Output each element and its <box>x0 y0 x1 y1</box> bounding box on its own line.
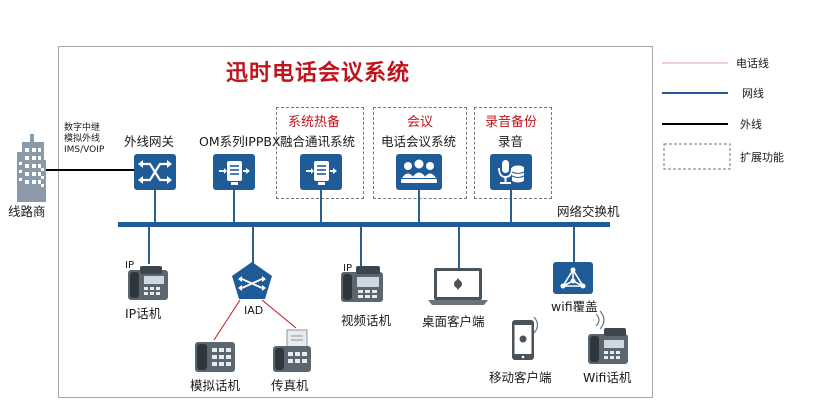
fusion-comm-tile[interactable] <box>300 154 342 190</box>
legend-label-phone-line: 电话线 <box>736 57 769 70</box>
recording-backup-tag: 录音备份 <box>485 115 538 130</box>
trunk-label-digital: 数字中继 <box>64 123 101 133</box>
link-gateway <box>154 190 156 224</box>
recording-tile[interactable] <box>490 154 532 190</box>
conference-label: 电话会议系统 <box>381 134 457 149</box>
phone-line-fax <box>261 299 297 329</box>
gateway-label: 外线网关 <box>124 134 175 149</box>
trunk-label-ims: IMS/VOIP <box>64 145 105 155</box>
fusion-comm-label: 融合通讯系统 <box>280 134 356 149</box>
link-recording <box>510 190 512 224</box>
network-switch-bus <box>118 222 610 227</box>
conference-tag: 会议 <box>407 115 434 130</box>
trunk-label-analog: 模拟外线 <box>64 134 101 144</box>
legend-label-network-line: 网线 <box>742 87 764 100</box>
legend-swatch-extension <box>663 143 731 170</box>
network-switch-label: 网络交换机 <box>557 204 620 219</box>
iad-label: IAD <box>244 304 264 317</box>
wifi-phone-label: Wifi话机 <box>583 370 632 385</box>
hot-standby-tag: 系统热备 <box>288 115 341 130</box>
ip-phone-badge: IP <box>125 260 134 271</box>
recording-icon <box>498 160 525 184</box>
link-fusion <box>320 190 322 224</box>
ext-box-recording-backup <box>474 107 552 199</box>
gateway-tile[interactable] <box>134 154 176 190</box>
diagram-title: 迅时电话会议系统 <box>226 61 411 86</box>
video-phone-label: 视频话机 <box>341 313 392 328</box>
fax-label: 传真机 <box>271 378 309 393</box>
link-conference <box>418 190 420 224</box>
video-phone-badge: IP <box>343 263 352 274</box>
wifi-ap-icon <box>560 267 586 289</box>
phone-line-analog <box>213 299 241 341</box>
recording-label: 录音 <box>498 134 524 149</box>
link-ip-phone <box>148 226 150 264</box>
gateway-icon <box>138 160 172 184</box>
ext-box-conference <box>373 107 467 199</box>
ip-phone-label: IP话机 <box>125 306 162 321</box>
link-ippbx <box>233 190 235 224</box>
legend-label-outside-line: 外线 <box>740 118 762 131</box>
mobile-client-label: 移动客户端 <box>489 370 552 385</box>
ippbx-tile[interactable] <box>213 154 255 190</box>
wifi-ap-tile[interactable] <box>553 262 593 294</box>
ippbx-icon <box>219 161 250 185</box>
conference-tile[interactable] <box>396 154 442 190</box>
link-desktop <box>458 226 460 268</box>
desktop-client-label: 桌面客户端 <box>422 314 485 329</box>
link-video-phone <box>360 226 362 266</box>
carrier-label: 线路商 <box>8 204 46 219</box>
fusion-comm-icon <box>306 161 337 185</box>
link-wifi-ap <box>573 226 575 264</box>
link-iad <box>252 226 254 266</box>
conference-icon <box>401 159 437 183</box>
diagram-frame <box>58 46 653 398</box>
analog-phone-label: 模拟话机 <box>190 378 241 393</box>
ippbx-label: OM系列IPPBX <box>199 134 281 149</box>
legend-label-extension: 扩展功能 <box>740 151 784 164</box>
wifi-ap-label: wifi覆盖 <box>551 299 598 314</box>
